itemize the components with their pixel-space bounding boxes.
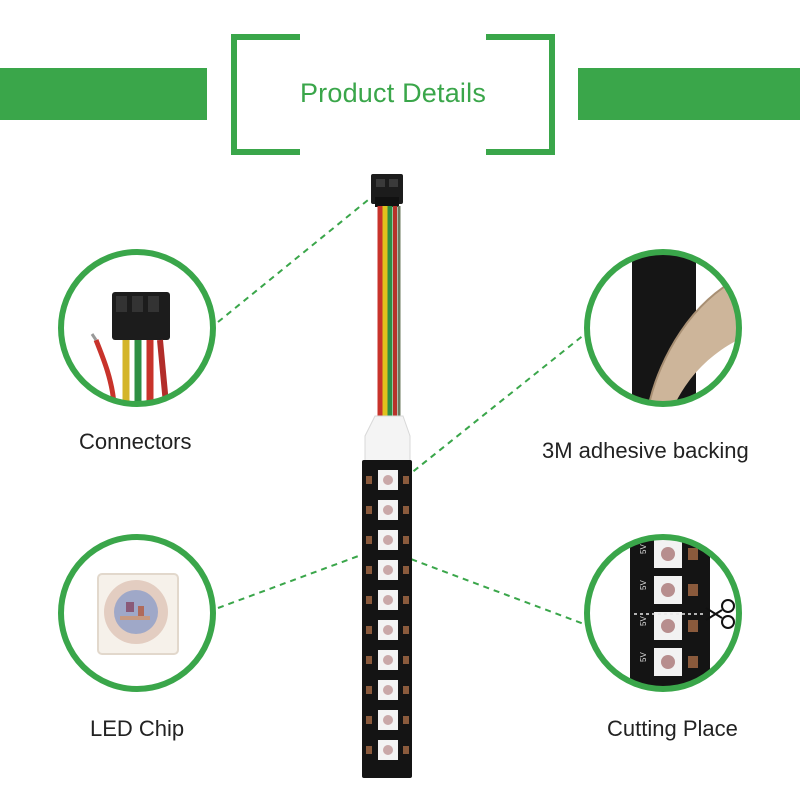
strip-solder-pad: [366, 746, 372, 754]
strip-solder-pad: [366, 716, 372, 724]
strip-solder-pad: [403, 656, 409, 664]
cutting-solder-pad: [688, 548, 698, 560]
cutting-solder-pad: [688, 656, 698, 668]
strip-solder-pad: [366, 686, 372, 694]
strip-led-lens: [383, 595, 393, 605]
cutting-solder-pad: [688, 584, 698, 596]
strip-led-lens: [383, 745, 393, 755]
adhesive-callout-circle: [584, 249, 742, 407]
page-title: Product Details: [299, 78, 487, 108]
chip-voltage-marking: 5V: [639, 580, 648, 590]
cutting-place-callout-circle: 5V 5V 5V 5V: [584, 534, 742, 692]
chip-voltage-marking: 5V: [639, 616, 648, 626]
strip-solder-pad: [366, 656, 372, 664]
strip-solder-pad: [403, 476, 409, 484]
callout-label-adhesive: 3M adhesive backing: [542, 438, 749, 463]
title-frame: [231, 34, 555, 155]
strip-solder-pad: [366, 536, 372, 544]
cutting-led-lens: [661, 547, 675, 561]
strip-solder-pad: [366, 626, 372, 634]
strip-led-chips: [366, 470, 409, 760]
strip-led-lens: [383, 715, 393, 725]
strip-solder-pad: [403, 686, 409, 694]
strip-solder-pad: [403, 716, 409, 724]
callout-label-connectors: Connectors: [79, 429, 192, 454]
connectors-callout-circle: [58, 249, 216, 407]
chip-voltage-marking: 5V: [639, 652, 648, 662]
callout-label-led-chip: LED Chip: [90, 716, 185, 741]
led-strip-product: [362, 174, 412, 778]
chip-voltage-marking: 5V: [639, 544, 648, 554]
strip-solder-pad: [366, 506, 372, 514]
strip-led-lens: [383, 625, 393, 635]
strip-solder-pad: [403, 566, 409, 574]
led-chip-callout-circle: [58, 534, 216, 692]
header-bar-left: [0, 68, 207, 120]
strip-led-lens: [383, 685, 393, 695]
strip-led-lens: [383, 475, 393, 485]
strip-solder-pad: [403, 626, 409, 634]
strip-led-lens: [383, 505, 393, 515]
cutting-led-lens: [661, 619, 675, 633]
cutting-strip-chips: 5V 5V 5V 5V: [639, 540, 698, 676]
strip-led-lens: [383, 655, 393, 665]
strip-solder-pad: [403, 746, 409, 754]
leader-lines: [217, 199, 593, 628]
strip-solder-pad: [366, 566, 372, 574]
strip-solder-pad: [403, 596, 409, 604]
scissors-icon: [705, 599, 735, 629]
cutting-led-lens: [661, 655, 675, 669]
strip-solder-pad: [366, 476, 372, 484]
callout-label-cutting-place: Cutting Place: [607, 716, 738, 741]
strip-solder-pad: [403, 536, 409, 544]
strip-solder-pad: [366, 596, 372, 604]
cutting-led-lens: [661, 583, 675, 597]
strip-solder-pad: [403, 506, 409, 514]
strip-led-lens: [383, 565, 393, 575]
header-bar-right: [578, 68, 800, 120]
cutting-solder-pad: [688, 620, 698, 632]
strip-led-lens: [383, 535, 393, 545]
